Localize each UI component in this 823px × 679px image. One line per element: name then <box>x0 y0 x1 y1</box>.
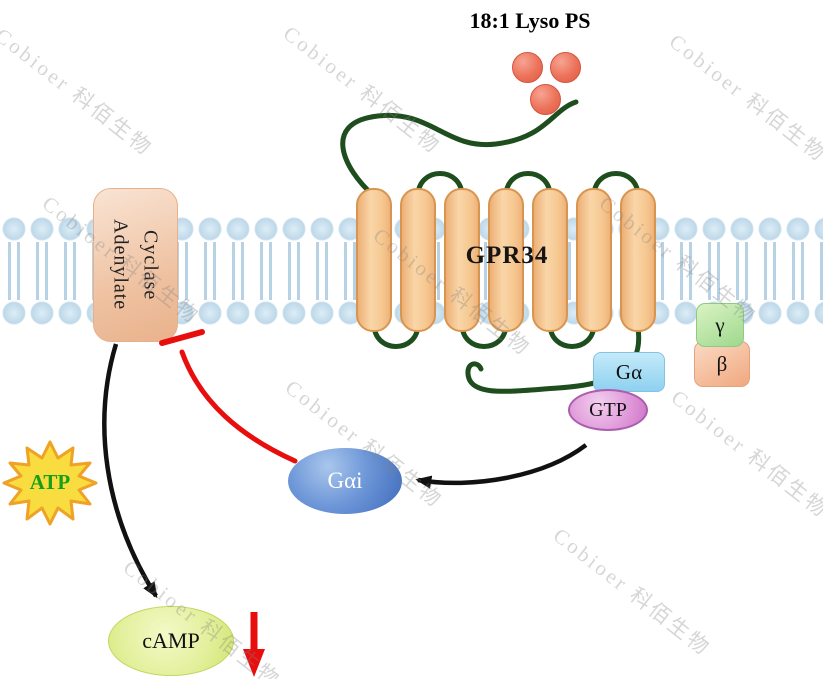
tm-helix-4 <box>488 188 524 332</box>
tm-helix-1 <box>356 188 392 332</box>
watermark: Cobioer 科佰生物 <box>278 21 446 159</box>
lyso-ps-molecule <box>512 52 543 83</box>
watermark: Cobioer 科佰生物 <box>0 23 158 161</box>
watermark: Cobioer 科佰生物 <box>666 385 823 523</box>
adenylate-cyclase-label: Adenylate Cyclase <box>106 219 166 310</box>
lyso-ps-molecule <box>550 52 581 83</box>
tm-helix-6 <box>576 188 612 332</box>
n-terminus-loop <box>340 99 579 199</box>
enzyme-word-2: Cyclase <box>139 229 162 301</box>
watermark: Cobioer 科佰生物 <box>548 523 716 661</box>
arrow-gtp-to-galphai <box>415 443 588 489</box>
tm-helix-3 <box>444 188 480 332</box>
g-alpha-subunit: Gα <box>593 352 665 392</box>
watermark: Cobioer 科佰生物 <box>664 29 823 167</box>
enzyme-word-1: Adenylate <box>109 219 132 311</box>
atp-starburst <box>2 440 98 526</box>
camp-decrease-arrow-head <box>243 649 265 677</box>
camp-ellipse: cAMP <box>108 606 234 676</box>
atp-label: ATP <box>29 470 71 494</box>
lyso-ps-molecule <box>530 84 561 115</box>
adenylate-cyclase: Adenylate Cyclase <box>93 188 178 342</box>
receptor-label: GPR34 <box>465 242 549 269</box>
inhibition-line <box>179 349 298 464</box>
tm-helix-7 <box>620 188 656 332</box>
g-gamma-subunit: γ <box>696 303 744 347</box>
g-beta-subunit: β <box>694 341 750 387</box>
tm-helix-2 <box>400 188 436 332</box>
ligand-title: 18:1 Lyso PS <box>469 8 591 33</box>
g-alpha-i-subunit: Gαi <box>288 448 402 514</box>
gtp-molecule: GTP <box>568 389 648 431</box>
arrow-cyclase-to-camp <box>102 343 158 599</box>
